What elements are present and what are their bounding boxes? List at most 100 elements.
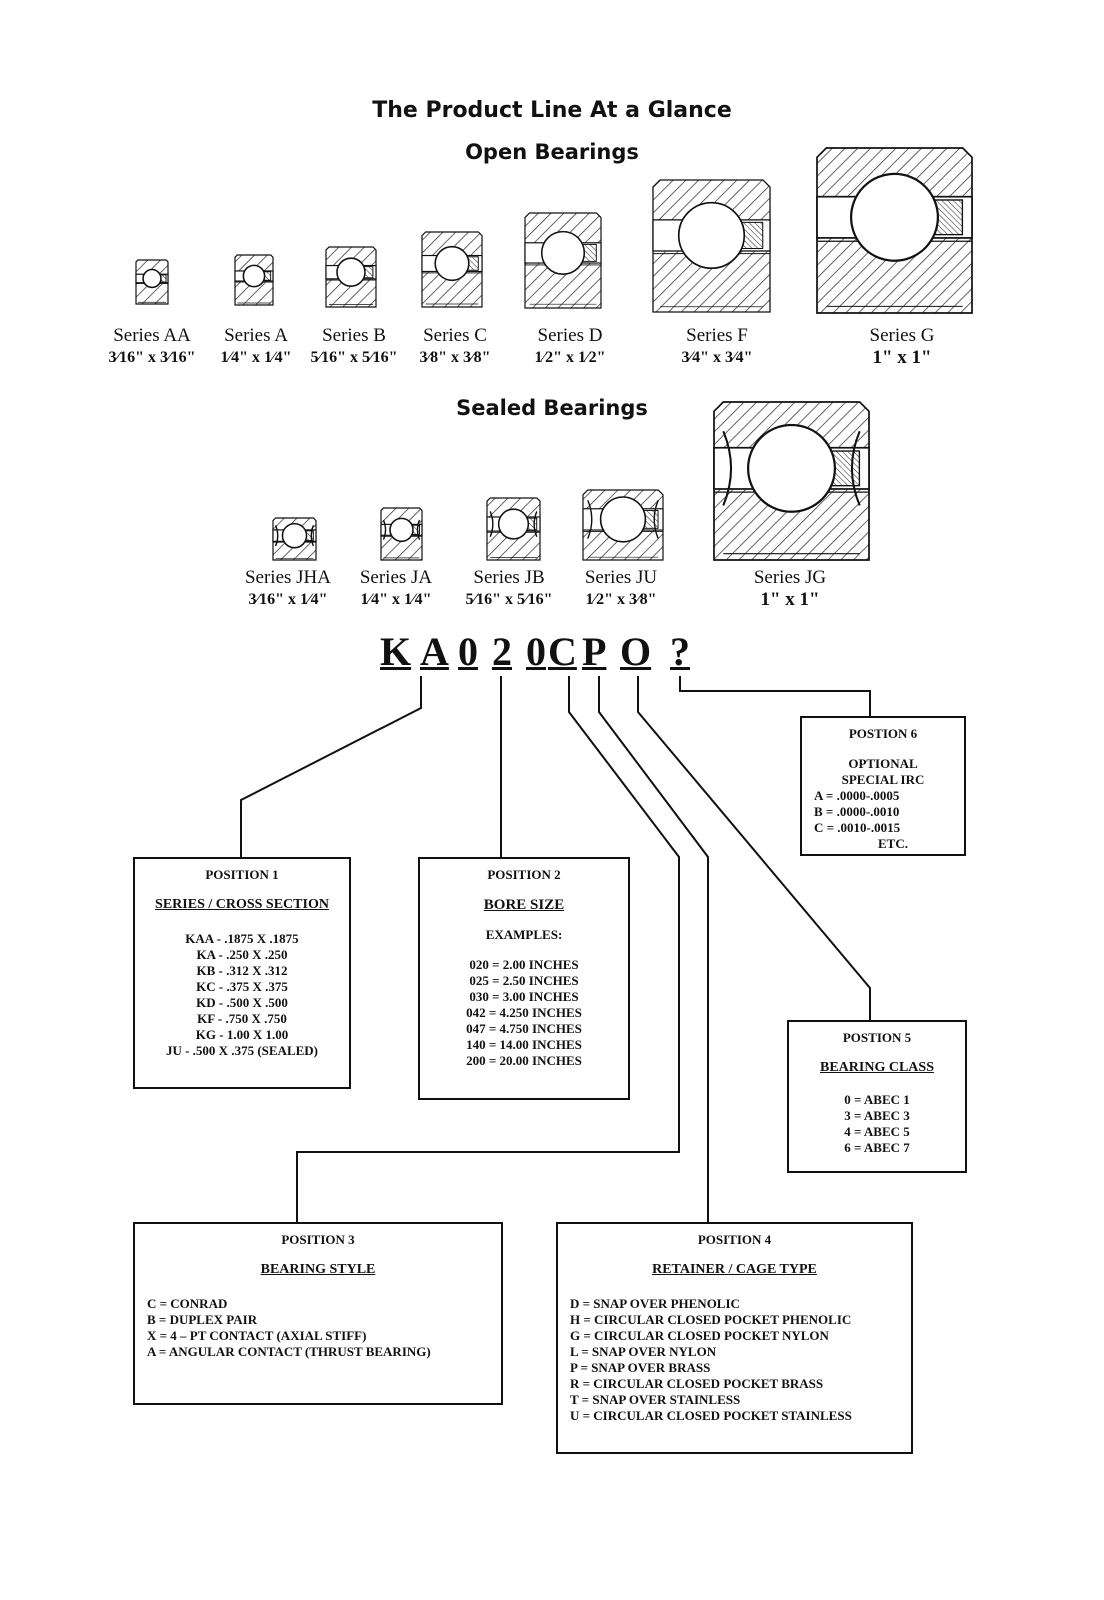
series-name: Series C [423,325,487,346]
bearing-series-c [421,231,483,308]
series-size: 1⁄2" x 1⁄2" [534,349,606,366]
series-size: 3⁄16" x 1⁄4" [248,591,328,608]
sealed-bearings-heading: Sealed Bearings [456,396,648,420]
connector-position-3 [296,676,680,1222]
code-char-3: 0 [458,629,478,674]
code-char-7: P [582,629,607,674]
position-title: BEARING CLASS [820,1060,934,1075]
position-title: BEARING STYLE [260,1262,376,1277]
series-name: Series D [537,325,603,346]
page-title: The Product Line At a Glance [372,98,732,123]
list-item: G = CIRCULAR CLOSED POCKET NYLON [570,1328,829,1343]
position-2-box: POSITION 2 BORE SIZE EXAMPLES: 020 = 2.0… [418,857,630,1100]
list-item: C = CONRAD [147,1296,228,1311]
list-item: 042 = 4.250 INCHES [466,1005,582,1020]
series-name: Series JG [753,567,827,588]
open-bearing-group [135,147,973,314]
list-item: JU - .500 X .375 (SEALED) [165,1043,319,1058]
position-title: BORE SIZE [483,897,565,913]
position-label: POSITION 4 [697,1232,772,1247]
bearing-series-f [652,179,771,313]
code-char-8: O [620,629,652,674]
sealed-bearing-group [272,401,870,561]
list-item: X = 4 – PT CONTACT (AXIAL STIFF) [147,1328,367,1343]
list-item: P = SNAP OVER BRASS [570,1360,711,1375]
position-label: POSITION 3 [281,1232,355,1247]
connector-position-1 [240,676,422,857]
series-name: Series AA [113,325,191,346]
list-item: C = .0010-.0015 [814,820,901,835]
series-name: Series JB [473,567,545,588]
connector-position-5 [637,676,871,1020]
series-size: 3⁄8" x 3⁄8" [419,349,491,366]
position-6-box: POSTION 6 OPTIONAL SPECIAL IRC A = .0000… [800,716,966,856]
code-char-9: ? [670,629,690,674]
code-char-4: 2 [492,629,512,674]
position-title-line-2: SPECIAL IRC [841,772,925,787]
series-label-d: Series D 1⁄2" x 1⁄2" [510,325,630,369]
bearing-series-a [234,254,274,306]
connector-position-6 [679,676,871,716]
list-item: 4 = ABEC 5 [844,1124,910,1139]
series-name: Series B [322,325,386,346]
list-item: H = CIRCULAR CLOSED POCKET PHENOLIC [570,1312,852,1327]
series-name: Series A [224,325,288,346]
position-etc: ETC. [878,836,908,851]
list-item: KAA - .1875 X .1875 [185,931,299,946]
bearing-drawings [135,147,973,561]
list-item: 3 = ABEC 3 [844,1108,910,1123]
list-item: 6 = ABEC 7 [844,1140,910,1155]
series-name: Series JA [359,567,433,588]
bearing-series-g [816,147,973,314]
list-item: A = ANGULAR CONTACT (THRUST BEARING) [147,1344,431,1359]
bearing-series-b [325,246,377,308]
list-item: L = SNAP OVER NYLON [570,1344,717,1359]
series-label-b: Series B 5⁄16" x 5⁄16" [294,325,414,369]
list-item: A = .0000-.0005 [814,788,900,803]
series-label-a: Series A 1⁄4" x 1⁄4" [196,325,316,369]
list-item: KA - .250 X .250 [196,947,288,962]
list-item: 020 = 2.00 INCHES [469,957,579,972]
series-size: 1" x 1" [872,347,932,368]
series-label-jb: Series JB 5⁄16" x 5⁄16" [449,567,569,611]
series-label-ju: Series JU 1⁄2" x 3⁄8" [561,567,681,611]
open-bearings-heading: Open Bearings [465,140,639,164]
code-char-5: 0 [526,629,546,674]
series-name: Series JHA [244,567,332,588]
list-item: 047 = 4.750 INCHES [466,1021,582,1036]
series-label-f: Series F 3⁄4" x 3⁄4" [657,325,777,369]
position-subtitle: EXAMPLES: [485,927,563,942]
list-item: KC - .375 X .375 [196,979,288,994]
list-item: R = CIRCULAR CLOSED POCKET BRASS [570,1376,824,1391]
code-char-6: C [548,629,577,674]
position-label: POSITION 2 [487,867,561,882]
series-name: Series JU [584,567,658,588]
list-item: 0 = ABEC 1 [844,1092,910,1107]
bearing-series-jb [486,497,541,561]
position-label: POSTION 5 [842,1030,912,1045]
position-label: POSTION 6 [848,726,918,741]
series-name: Series G [869,325,935,346]
series-label-ja: Series JA 1⁄4" x 1⁄4" [336,567,456,611]
position-4-box: POSITION 4 RETAINER / CAGE TYPE D = SNAP… [556,1222,913,1454]
list-item: D = SNAP OVER PHENOLIC [570,1296,740,1311]
list-item: U = CIRCULAR CLOSED POCKET STAINLESS [570,1408,852,1423]
list-item: 030 = 3.00 INCHES [469,989,579,1004]
bearing-series-jg [713,401,870,561]
series-label-jg: Series JG 1" x 1" [730,567,850,611]
part-number-code: K A 0 2 0 C P O ? [372,628,712,676]
list-item: B = DUPLEX PAIR [147,1312,258,1327]
series-label-aa: Series AA 3⁄16" x 3⁄16" [92,325,212,369]
list-item: KG - 1.00 X 1.00 [195,1027,289,1042]
position-1-box: POSITION 1 SERIES / CROSS SECTION KAA - … [133,857,351,1089]
bearing-series-d [524,212,602,309]
position-title: RETAINER / CAGE TYPE [652,1262,817,1277]
series-size: 1⁄4" x 1⁄4" [360,591,432,608]
